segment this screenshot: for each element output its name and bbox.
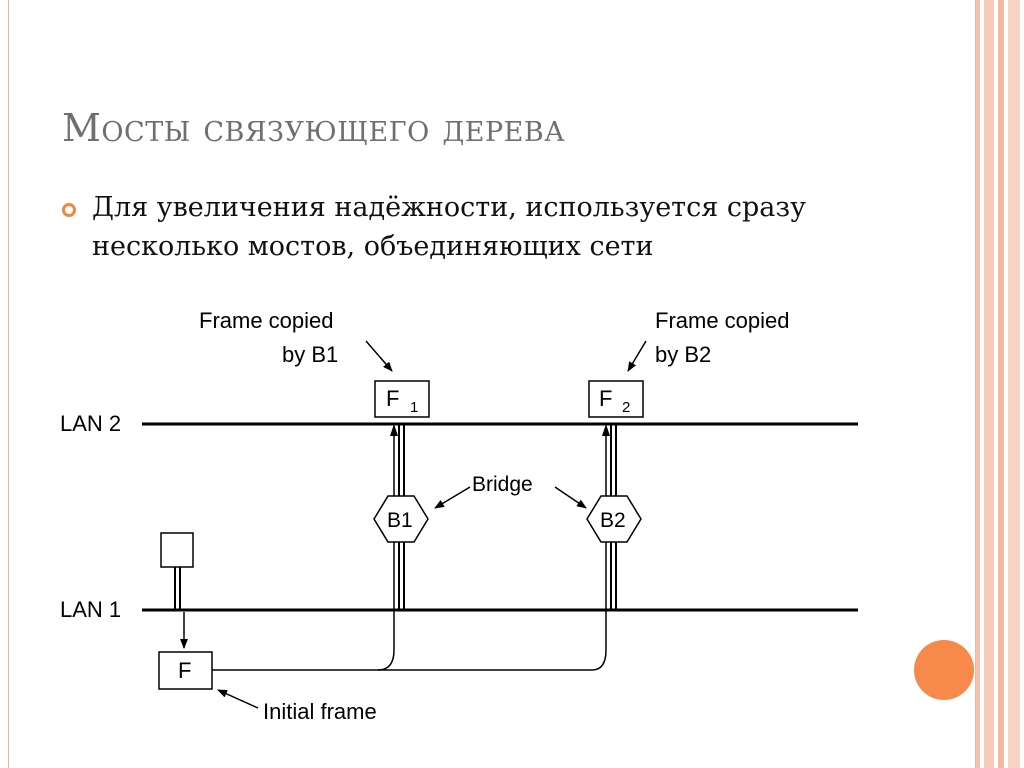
- path-to-b2: [378, 430, 607, 671]
- bullet-text: Для увеличения надёжности, используется …: [92, 192, 806, 262]
- frame-f1-box: [374, 380, 430, 418]
- frame-f1-label: F: [386, 386, 399, 411]
- frame-f2-box: [588, 380, 644, 418]
- bridge-arrow-b2: [554, 486, 587, 509]
- arrow-to-lan2-b1: [390, 424, 398, 436]
- initial-frame-box: [158, 651, 213, 690]
- frame-f1-subscript: 1: [410, 399, 418, 416]
- frame-copied-b2-arrow: [627, 340, 647, 372]
- initial-frame-arrow: [217, 689, 259, 709]
- bullet-ring-icon: [62, 203, 76, 217]
- frame-copied-b1-arrow: [365, 340, 393, 372]
- host-box: [160, 532, 194, 568]
- slide-title: Мосты связующего дерева: [62, 106, 566, 150]
- bridge-b1-label: B1: [387, 509, 413, 532]
- lan1-label: LAN 1: [60, 597, 121, 622]
- path-to-b1: [212, 430, 395, 671]
- initial-frame-box-label: F: [178, 658, 191, 683]
- frame-copied-b1-line2: by B1: [282, 342, 338, 367]
- bullet-item: Для увеличения надёжности, используется …: [62, 188, 822, 266]
- initial-frame-label: Initial frame: [263, 699, 377, 724]
- slide-frame: [8, 0, 976, 768]
- bridge-arrow-b1: [434, 486, 471, 509]
- decorative-stripes: [976, 0, 1024, 768]
- frame-copied-b1-line1: Frame copied: [199, 308, 334, 333]
- bridge-b2-label: B2: [600, 509, 626, 532]
- bridge-b2-hexagon: [586, 495, 642, 543]
- lan2-label: LAN 2: [60, 411, 121, 436]
- bridge-b1-hexagon: [373, 495, 429, 543]
- decorative-orange-circle: [914, 640, 974, 700]
- bridge-label: Bridge: [472, 473, 533, 496]
- frame-copied-b2-line1: Frame copied: [655, 308, 790, 333]
- frame-f2-label: F: [599, 386, 612, 411]
- frame-copied-b2-line2: by B2: [655, 342, 711, 367]
- frame-f2-subscript: 2: [622, 399, 630, 416]
- arrow-to-lan2-b2: [602, 424, 610, 436]
